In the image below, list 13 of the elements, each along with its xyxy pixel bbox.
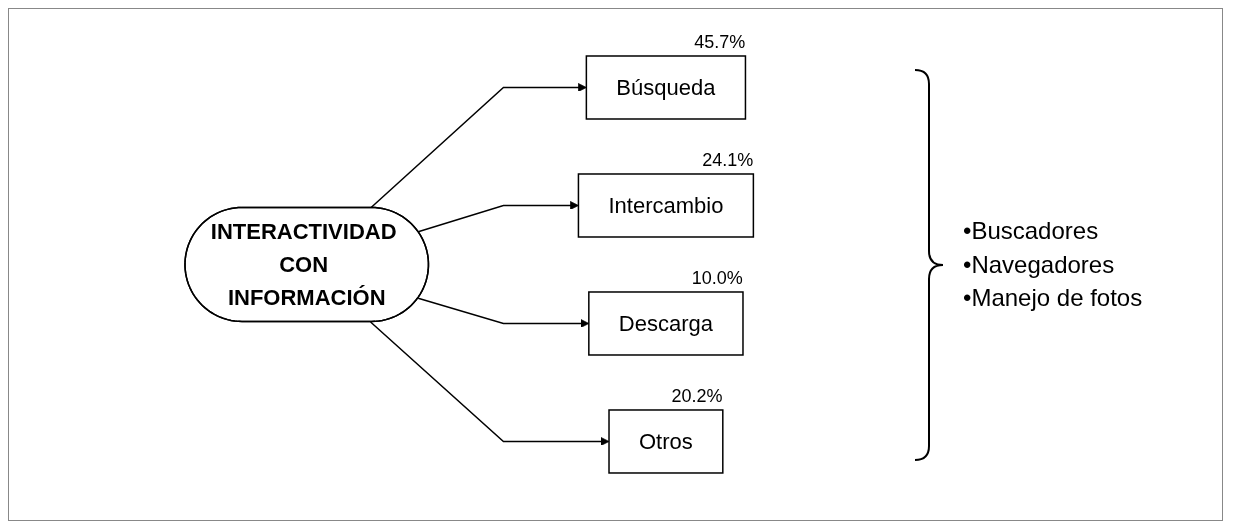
arrow	[417, 201, 579, 233]
percentage-label: 20.2%	[671, 386, 723, 407]
percentage-label: 10.0%	[691, 268, 743, 289]
arrow	[369, 83, 587, 209]
percentage-label: 45.7%	[694, 32, 746, 53]
bullet-item: •Manejo de fotos	[963, 283, 1143, 314]
bullet-item: •Navegadores	[963, 249, 1116, 280]
bullet-item: •Buscadores	[963, 216, 1100, 247]
node-box: Otros	[608, 409, 724, 474]
node-box: Búsqueda	[585, 55, 746, 120]
percentage-label: 24.1%	[702, 150, 754, 171]
node-box: Descarga	[587, 291, 744, 356]
node-box: Intercambio	[577, 173, 754, 238]
